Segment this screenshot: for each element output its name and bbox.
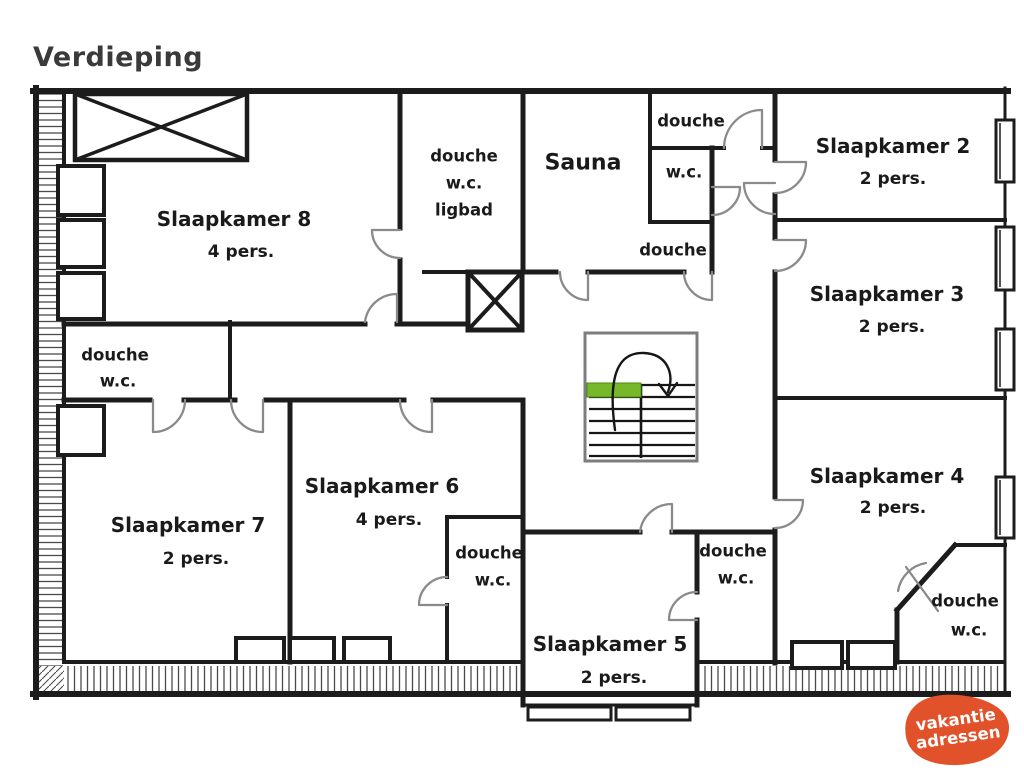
staircase [583,331,699,463]
door-hall-east [682,270,714,302]
door-slaapkamer-6-bath [417,575,449,607]
bath-main-wc-label: w.c. [445,173,483,193]
door-wc-top [710,185,742,217]
door-hall-west [558,270,590,302]
room-capacity-slaapkamer-7: 2 pers. [162,549,230,569]
stair-direction-arrow [611,351,679,432]
room-label-slaapkamer-8: Slaapkamer 8 [156,207,312,231]
bath-west-douche-label: douche [81,345,149,365]
bath-sk5-wc-label: w.c. [717,568,755,588]
bath-sk6-douche-label: douche [455,543,523,563]
door-slaapkamer-5-bath [667,590,699,622]
room-label-slaapkamer-7: Slaapkamer 7 [110,513,266,537]
radiators [234,636,897,722]
douche-top-label: douche [657,111,725,131]
room-label-slaapkamer-6: Slaapkamer 6 [304,474,460,498]
door-slaapkamer-8-bath [370,228,402,260]
door-corridor [742,181,777,216]
bath-sk6-wc-label: w.c. [474,570,512,590]
door-bath-se [896,561,940,613]
page-title: Verdieping [33,42,204,73]
door-slaapkamer-8 [363,292,399,324]
door-slaapkamer-4 [773,498,805,530]
bath-west-wc-label: w.c. [99,371,137,391]
door-slaapkamer-3 [773,238,808,273]
room-label-sauna: Sauna [544,150,622,176]
bath-main-douche-label: douche [430,146,498,166]
doors [151,108,940,622]
room-capacity-slaapkamer-5: 2 pers. [580,668,648,688]
windows [56,118,1016,540]
douche-mid-label: douche [639,240,707,260]
room-capacity-slaapkamer-8: 4 pers. [207,242,275,262]
room-capacity-slaapkamer-6: 4 pers. [355,510,423,530]
door-douche-top [722,108,764,150]
door-slaapkamer-6 [398,398,434,434]
room-label-slaapkamer-4: Slaapkamer 4 [809,464,965,488]
shaft-box [465,269,525,333]
door-slaapkamer-7-a [151,398,187,434]
room-label-slaapkamer-2: Slaapkamer 2 [815,134,971,158]
door-slaapkamer-2 [773,160,808,195]
room-capacity-slaapkamer-3: 2 pers. [858,317,926,337]
room-capacity-slaapkamer-2: 2 pers. [859,169,927,189]
bath-se-douche-label: douche [931,591,999,611]
room-label-slaapkamer-3: Slaapkamer 3 [809,282,965,306]
wc-top-label: w.c. [665,162,703,182]
bath-main-ligbad-label: ligbad [435,200,493,220]
door-slaapkamer-7-b [229,398,265,434]
room-capacity-slaapkamer-4: 2 pers. [859,498,927,518]
bath-sk5-douche-label: douche [699,541,767,561]
door-slaapkamer-5 [638,502,674,534]
void-box [72,91,250,163]
bath-se-wc-label: w.c. [950,620,988,640]
room-label-slaapkamer-5: Slaapkamer 5 [532,632,688,656]
vakantieadressen-logo-blob [905,694,1010,766]
